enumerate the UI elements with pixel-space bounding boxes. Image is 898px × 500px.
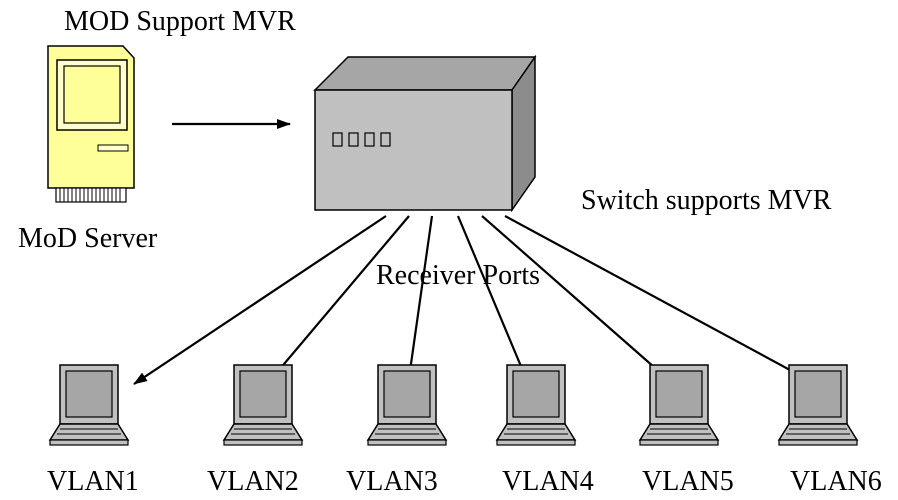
server-connector-pins [55,187,127,203]
switch-port-leds [332,132,391,147]
arrow-to-vlan6 [504,215,815,384]
client-label-vlan4: VLAN4 [502,466,594,497]
arrow-to-vlan5 [481,215,672,383]
laptop-icon-vlan3 [366,364,448,446]
server-top-label: MOD Support MVR [64,6,296,37]
laptop-icon-vlan4 [495,364,577,446]
mod-server-icon [47,45,135,203]
laptop-icon-vlan5 [638,364,720,446]
client-label-vlan2: VLAN2 [207,466,299,497]
arrow-to-vlan1 [133,215,387,385]
client-label-vlan5: VLAN5 [642,466,734,497]
receiver-port-arrows [133,215,815,386]
arrow-to-vlan2 [267,215,410,384]
client-label-vlan6: VLAN6 [790,466,882,497]
arrow-to-vlan3 [404,215,434,386]
switch-icon [313,54,537,213]
switch-label: Switch supports MVR [581,185,832,216]
laptop-icon-vlan6 [777,364,859,446]
server-label: MoD Server [18,223,158,254]
receiver-ports-label: Receiver Ports [376,260,541,291]
arrow-to-vlan4 [456,215,530,384]
laptop-icon-vlan2 [222,364,304,446]
client-label-vlan3: VLAN3 [346,466,438,497]
client-label-vlan1: VLAN1 [47,466,139,497]
laptop-icon-vlan1 [48,364,130,446]
